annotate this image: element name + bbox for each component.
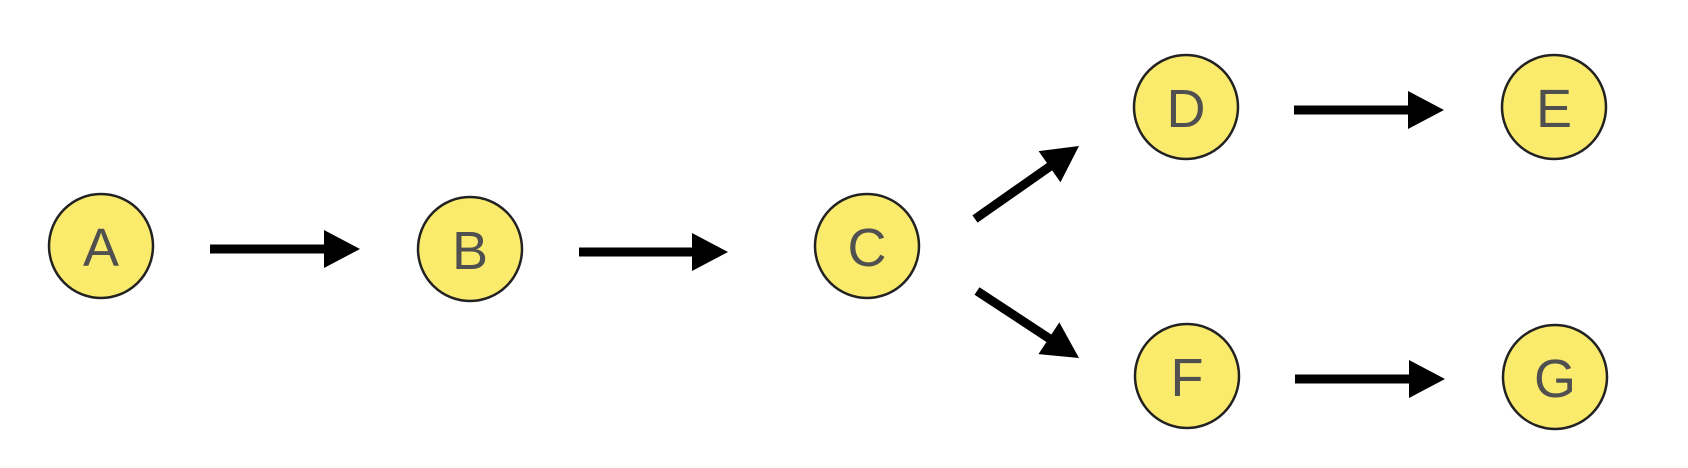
node-c: C bbox=[813, 192, 921, 300]
node-e: E bbox=[1500, 53, 1608, 161]
edge-f-g bbox=[1295, 360, 1445, 398]
node-label-c: C bbox=[848, 218, 887, 278]
arrowhead-c-f bbox=[1038, 322, 1079, 358]
edge-d-e bbox=[1294, 91, 1444, 129]
node-circle-b bbox=[416, 195, 524, 303]
edges-layer bbox=[210, 91, 1445, 398]
node-b: B bbox=[416, 195, 524, 303]
node-d: D bbox=[1132, 53, 1240, 161]
edge-c-d bbox=[972, 146, 1079, 223]
node-label-d: D bbox=[1167, 79, 1206, 139]
node-label-g: G bbox=[1534, 349, 1576, 409]
edge-line-c-d bbox=[972, 161, 1054, 223]
edge-b-c bbox=[579, 233, 728, 271]
node-g: G bbox=[1501, 323, 1609, 431]
node-circle-a bbox=[47, 192, 155, 300]
nodes-layer: A B C D E F G bbox=[47, 53, 1609, 431]
node-label-b: B bbox=[452, 221, 488, 281]
node-circle-e bbox=[1500, 53, 1608, 161]
node-circle-g bbox=[1501, 323, 1609, 431]
node-a: A bbox=[47, 192, 155, 300]
edge-c-f bbox=[974, 287, 1079, 358]
arrowhead-a-b bbox=[324, 230, 360, 268]
arrowhead-f-g bbox=[1409, 360, 1445, 398]
node-label-e: E bbox=[1536, 79, 1572, 139]
node-label-a: A bbox=[83, 218, 119, 278]
arrowhead-c-d bbox=[1038, 146, 1079, 183]
node-circle-c bbox=[813, 192, 921, 300]
node-circle-d bbox=[1132, 53, 1240, 161]
edge-a-b bbox=[210, 230, 360, 268]
node-f: F bbox=[1133, 322, 1241, 430]
arrowhead-d-e bbox=[1408, 91, 1444, 129]
arrowhead-b-c bbox=[692, 233, 728, 271]
node-circle-f bbox=[1133, 322, 1241, 430]
edge-line-c-f bbox=[974, 287, 1054, 344]
node-label-f: F bbox=[1171, 348, 1204, 408]
